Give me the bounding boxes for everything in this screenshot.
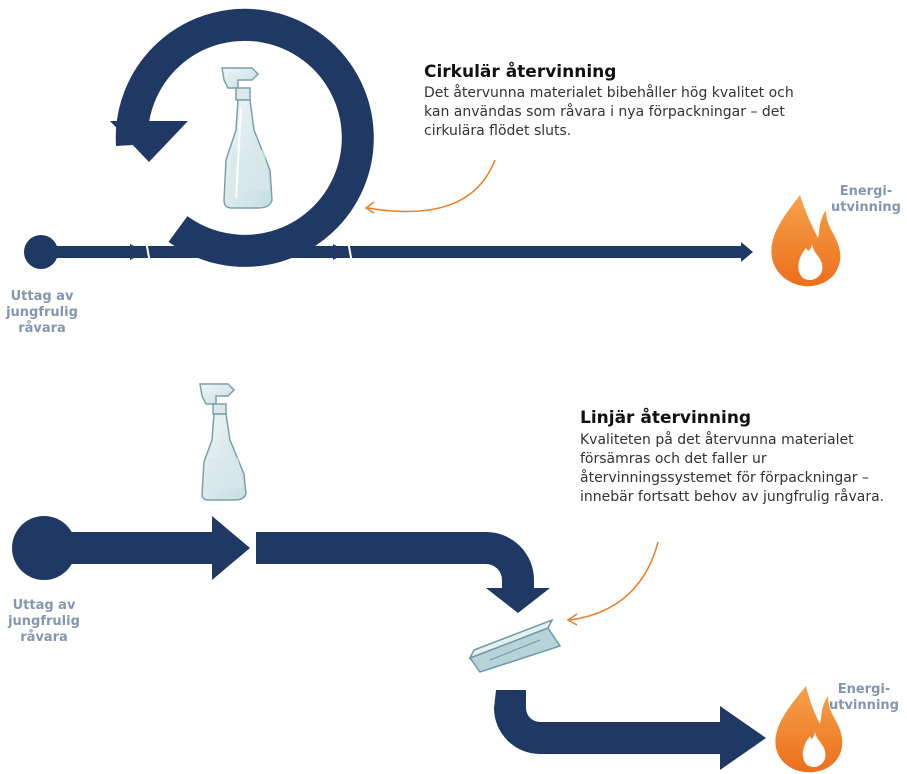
flame-icon-bottom (775, 686, 843, 773)
circular-annotation-line (367, 159, 496, 213)
linear-description: Kvaliteten på det återvunna materialet f… (580, 432, 885, 505)
circular-start-node (24, 235, 58, 269)
linear-annotation-arrowhead (566, 613, 578, 626)
linear-end-label-2: utvinning (829, 698, 899, 713)
linear-lower-line (494, 690, 766, 770)
circular-title: Cirkulär återvinning (424, 62, 617, 82)
linear-title: Linjär återvinning (580, 408, 752, 428)
circular-end-label-2: utvinning (831, 200, 901, 215)
flame-icon-top (771, 195, 841, 287)
circular-end-label-1: Energi- (839, 184, 893, 199)
linear-end-label-1: Energi- (837, 682, 891, 697)
spray-bottle-icon (221, 67, 273, 209)
linear-annotation-line (569, 541, 659, 621)
circular-start-label-3: råvara (18, 321, 66, 336)
linear-start-label-1: Uttag av (12, 598, 76, 613)
linear-main-line (44, 515, 550, 613)
circular-description: Det återvunna materialet bibehåller hög … (424, 85, 794, 139)
spray-bottle-icon-2 (199, 383, 247, 501)
linear-start-label: Uttag av jungfrulig råvara (2, 598, 86, 646)
circular-start-label-1: Uttag av (10, 289, 74, 304)
linear-end-label: Energi- utvinning (824, 682, 904, 714)
linear-start-label-2: jungfrulig (8, 614, 80, 629)
circular-start-label: Uttag av jungfrulig råvara (0, 289, 84, 337)
circular-annotation-arrowhead (364, 201, 375, 214)
circular-start-label-2: jungfrulig (6, 305, 78, 320)
circular-end-label: Energi- utvinning (826, 184, 906, 216)
circular-main-line (40, 240, 753, 264)
crushed-material-icon (468, 618, 562, 673)
linear-start-label-3: råvara (20, 630, 68, 645)
